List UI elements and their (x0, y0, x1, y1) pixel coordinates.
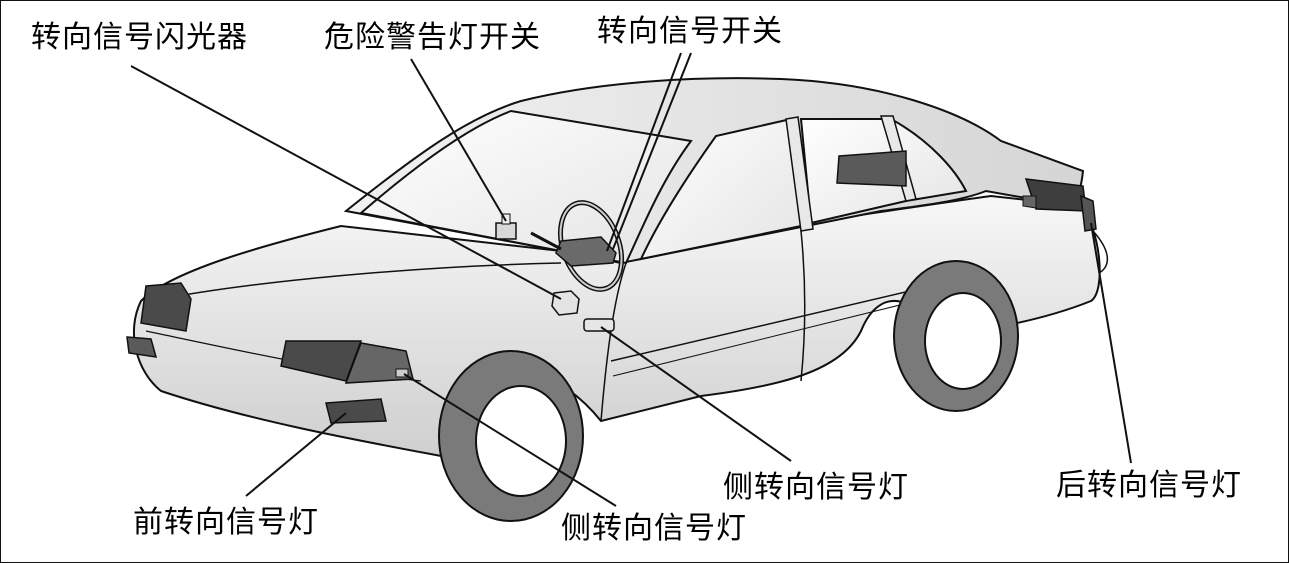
headlamp-left (141, 283, 191, 331)
front-wheel-rim (476, 386, 566, 496)
label-side-turn-lamp-front: 侧转向信号灯 (561, 514, 747, 544)
rear-lamp-small (1023, 196, 1036, 208)
flasher-unit (552, 291, 579, 315)
leader-rear-turn-lamp (1091, 223, 1131, 463)
rear-headrest (837, 151, 906, 186)
label-hazard-warning-switch: 危险警告灯开关 (324, 23, 541, 53)
rear-wheel-rim (925, 293, 1001, 389)
front-turn-lamp (326, 399, 386, 423)
label-side-turn-lamp-mid: 侧转向信号灯 (723, 473, 909, 503)
label-turn-signal-flasher: 转向信号闪光器 (31, 23, 248, 53)
hazard-switch-part (496, 223, 516, 239)
label-front-turn-lamp: 前转向信号灯 (133, 508, 319, 538)
label-turn-signal-switch: 转向信号开关 (597, 17, 783, 47)
front-turn-lamp-left (127, 337, 156, 357)
side-turn-lamp-fender (584, 319, 614, 331)
label-rear-turn-lamp: 后转向信号灯 (1056, 471, 1242, 501)
